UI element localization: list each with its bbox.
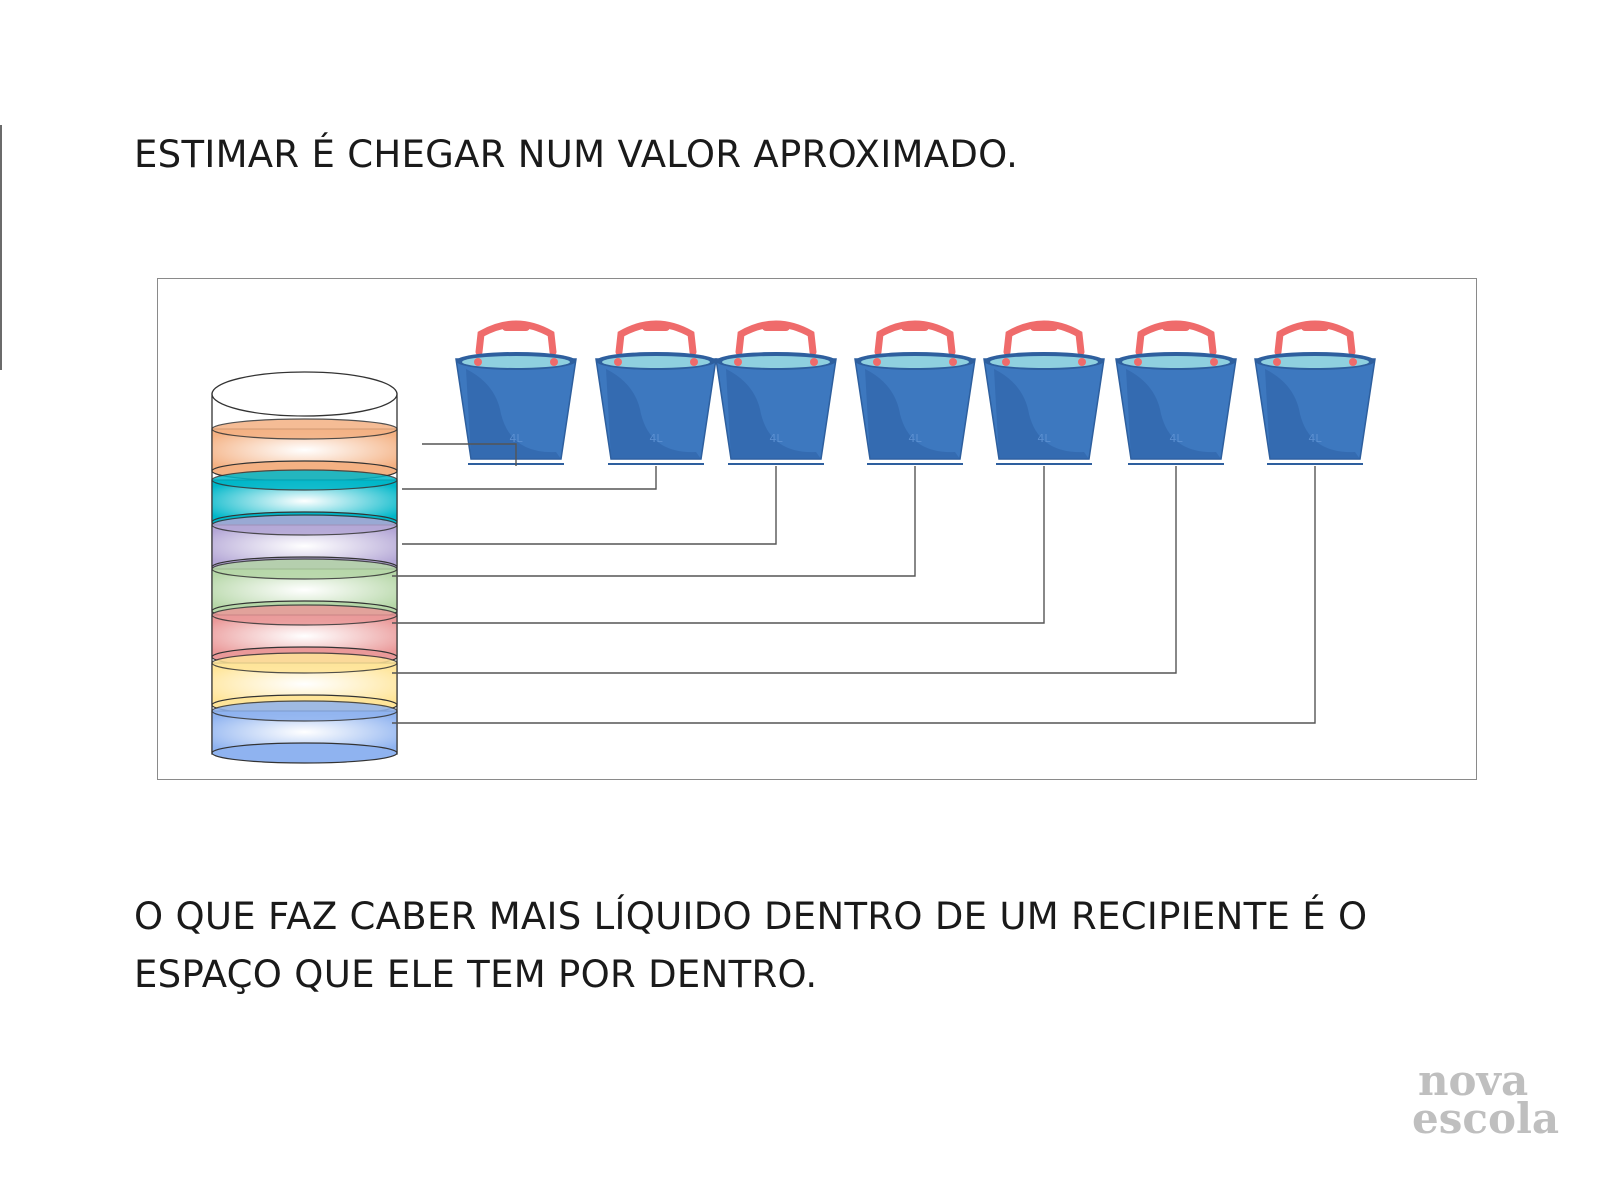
water-bucket-icon: 4L	[455, 320, 577, 465]
connector-line	[392, 466, 1045, 624]
water-bucket-icon: 4L	[715, 320, 837, 465]
cylinder-layer	[211, 604, 398, 668]
explanation-text: O QUE FAZ CABER MAIS LÍQUIDO DENTRO DE U…	[134, 895, 1368, 996]
bucket-capacity-label: 4L	[509, 432, 523, 445]
left-margin-rule	[0, 125, 2, 370]
volume-diagram: 4L 4L 4L 4L 4L 4L 4L	[157, 278, 1477, 780]
page-title: ESTIMAR É CHEGAR NUM VALOR APROXIMADO.	[134, 133, 1019, 176]
bucket-capacity-label: 4L	[1037, 432, 1051, 445]
water-bucket-icon: 4L	[1115, 320, 1237, 465]
diagram-canvas: 4L 4L 4L 4L 4L 4L 4L	[211, 320, 1376, 764]
connector-line	[392, 466, 1316, 724]
cylinder-layer	[211, 700, 398, 764]
bucket-capacity-label: 4L	[769, 432, 783, 445]
connector-line	[402, 466, 657, 490]
nova-escola-logo: nova escola	[1412, 1056, 1560, 1143]
water-bucket-icon: 4L	[1254, 320, 1376, 465]
bucket-capacity-label: 4L	[1169, 432, 1183, 445]
connector-line	[402, 466, 777, 545]
cylinder-layer	[211, 558, 398, 622]
bucket-capacity-label: 4L	[649, 432, 663, 445]
water-bucket-icon: 4L	[854, 320, 976, 465]
connector-line	[392, 466, 1177, 674]
logo-line-2: escola	[1412, 1094, 1560, 1143]
bucket-capacity-label: 4L	[1308, 432, 1322, 445]
water-bucket-icon: 4L	[983, 320, 1105, 465]
logo-line-1: nova	[1418, 1056, 1529, 1105]
connector-line	[422, 443, 517, 466]
bucket-capacity-label: 4L	[908, 432, 922, 445]
water-bucket-icon: 4L	[595, 320, 717, 465]
connector-line	[392, 466, 916, 577]
measuring-cylinder	[211, 371, 398, 764]
